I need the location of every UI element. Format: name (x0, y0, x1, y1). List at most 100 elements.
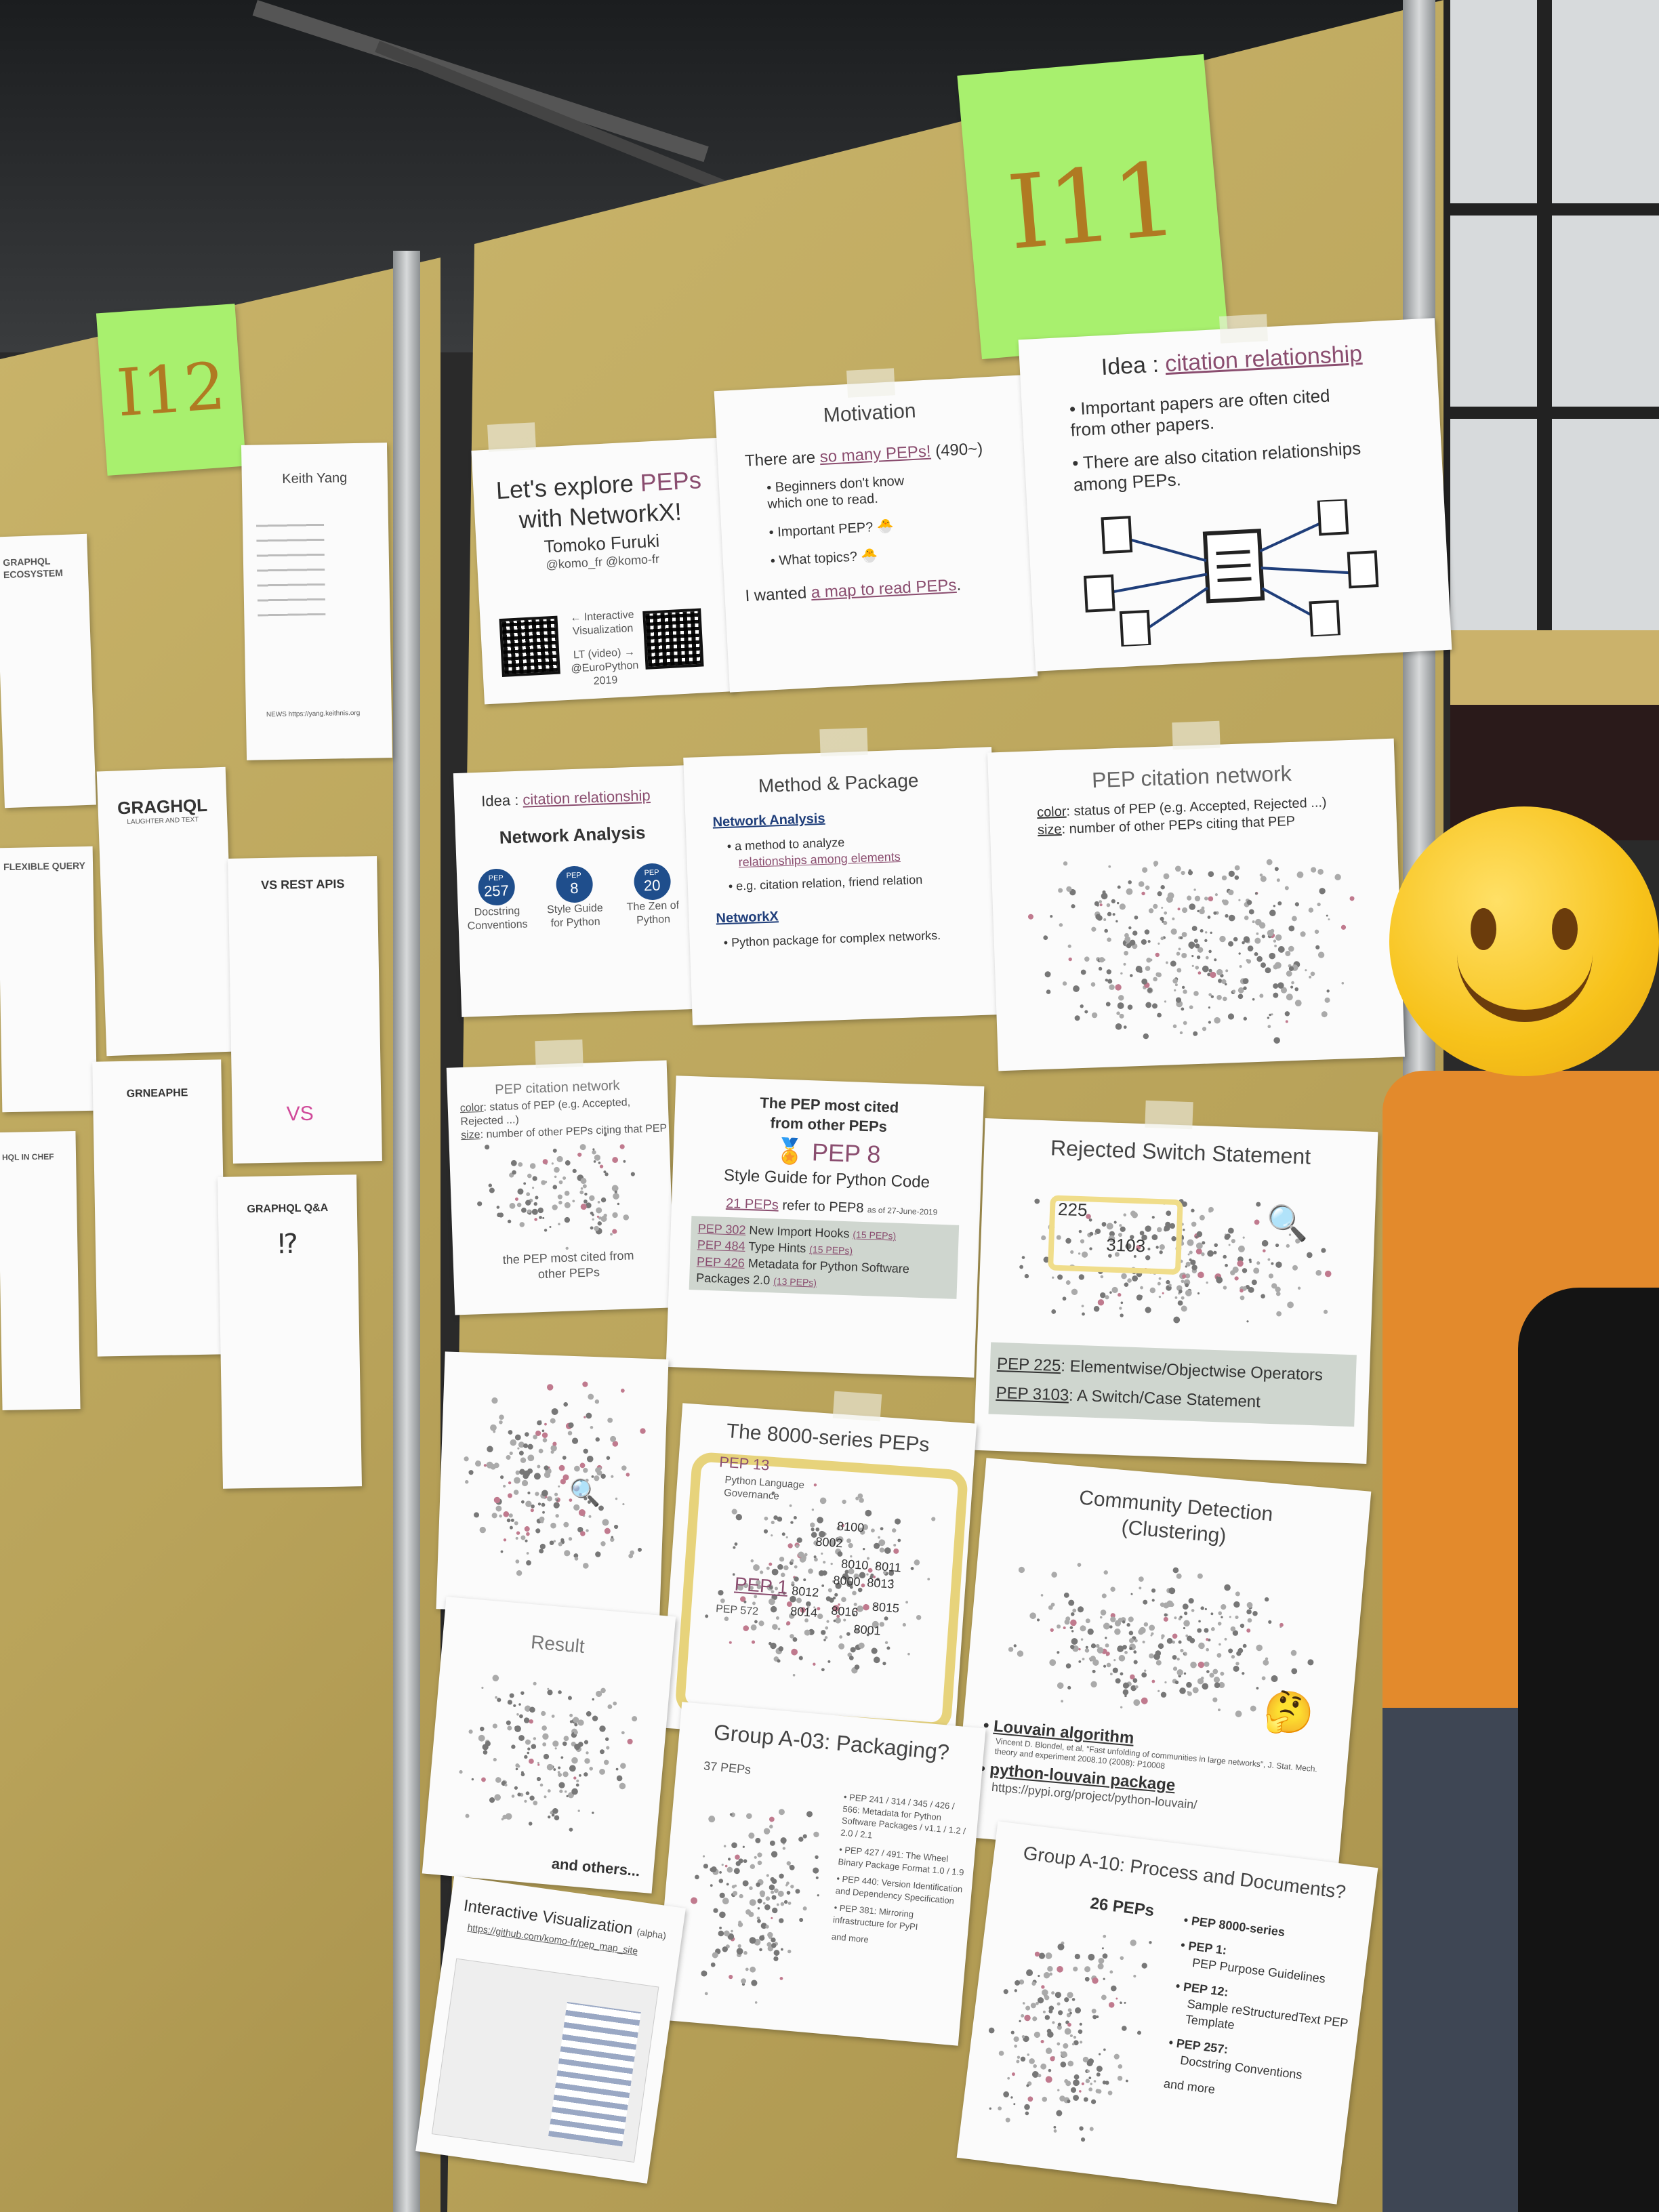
network-node-dot (1305, 969, 1307, 972)
network-node-dot (873, 1656, 880, 1664)
network-node-dot (551, 1162, 554, 1165)
network-node-dot (1034, 1951, 1040, 1957)
network-node-dot (1145, 1002, 1152, 1008)
network-node-dot (1149, 1624, 1155, 1631)
network-node-dot (1258, 922, 1266, 929)
network-node-dot (576, 1779, 579, 1782)
network-node-dot (1223, 996, 1227, 1002)
network-node-dot (1168, 1587, 1176, 1595)
network-node-dot (806, 1601, 811, 1607)
network-node-dot (1326, 989, 1330, 993)
network-node-dot (1100, 1610, 1107, 1616)
network-node-dot (754, 1595, 758, 1599)
network-node-dot (605, 1737, 609, 1742)
network-node-dot (508, 1513, 513, 1518)
network-node-dot (524, 1755, 528, 1759)
poster-chef-title: HQL IN CHEF (1, 1151, 54, 1162)
network-node-dot (1172, 1655, 1177, 1660)
network-node-dot (1256, 932, 1259, 935)
network-node-dot (1129, 974, 1133, 977)
network-node-dot (1108, 865, 1111, 868)
network-node-dot (1138, 881, 1145, 887)
pep-node-tag: PEP (644, 868, 659, 878)
network-node-dot (579, 1190, 584, 1195)
network-node-dot (1268, 1273, 1274, 1279)
network-node-dot (558, 1223, 560, 1226)
network-node-dot (1191, 964, 1194, 967)
network-node-dot (508, 1430, 513, 1435)
network-node-dot (1124, 1650, 1128, 1654)
network-node-dot (771, 1851, 778, 1858)
network-node-dot (850, 1555, 853, 1558)
network-node-dot (1113, 1659, 1116, 1662)
network-node-dot (1044, 971, 1051, 978)
network-node-dot (1063, 2053, 1068, 2057)
network-node-dot (813, 1867, 819, 1874)
rejected-node-3103: 3103 (1105, 1234, 1146, 1256)
network-node-dot (764, 1516, 769, 1521)
network-node-dot (852, 1613, 856, 1616)
network-node-dot (595, 1467, 601, 1473)
network-node-dot (884, 1641, 888, 1645)
pep-node-label: The Zen of Python (626, 899, 680, 926)
network-node-dot (798, 1837, 804, 1842)
network-node-dot (481, 1777, 486, 1782)
network-node-dot (610, 1233, 613, 1236)
poster-interactive-visualization: Interactive Visualization (alpha) https:… (415, 1875, 686, 2184)
most-cited-pep: PEP 8 (811, 1138, 882, 1168)
network-node-dot (1108, 1235, 1115, 1242)
network-node-dot (573, 1504, 580, 1511)
network-node-dot (521, 1207, 527, 1213)
network-node-dot (1189, 903, 1196, 910)
network-node-dot (1207, 972, 1211, 977)
network-node-dot (1279, 1622, 1284, 1627)
network-node-dot (1214, 893, 1218, 897)
network-node-dot (583, 1467, 588, 1473)
network-node-dot (1171, 1236, 1176, 1242)
network-node-dot (562, 1474, 569, 1481)
row-count: (13 PEPs) (773, 1275, 817, 1288)
network-node-dot (1029, 2058, 1035, 2064)
network-node-dot (884, 1547, 891, 1554)
network-node-dot (1210, 1627, 1215, 1631)
network-node-dot (1043, 935, 1048, 941)
network-node-dot (735, 1854, 740, 1860)
network-node-dot (1271, 1013, 1273, 1016)
network-node-dot (1267, 929, 1274, 937)
network-node-dot (1315, 945, 1320, 949)
network-node-dot (1117, 1645, 1124, 1652)
network-node-dot (585, 1478, 589, 1482)
network-node-dot (844, 1570, 849, 1574)
network-node-dot (526, 1532, 530, 1536)
poster-result: Result and others... (422, 1596, 676, 1894)
pep-node-number: 20 (643, 876, 661, 895)
network-node-dot (1073, 2095, 1080, 2101)
network-node-dot (1243, 936, 1250, 943)
network-node-dot (509, 1525, 513, 1530)
network-node-dot (1237, 987, 1244, 994)
network-node-dot (1097, 1299, 1105, 1306)
network-node-dot (1066, 886, 1072, 892)
network-node-dot (826, 1620, 830, 1623)
network-node-dot (841, 1523, 845, 1528)
network-node-dot (485, 1145, 490, 1150)
network-node-dot (539, 1549, 544, 1554)
network-node-dot (1049, 1972, 1052, 1976)
network-node-dot (1195, 943, 1200, 949)
network-node-dot (1284, 1011, 1290, 1017)
network-node-dot (836, 1526, 840, 1531)
network-node-dot (1018, 1566, 1025, 1574)
network-node-dot (1107, 912, 1112, 917)
network-node-dot (580, 1479, 583, 1483)
network-node-dot (586, 1529, 589, 1532)
network-node-dot (1190, 1661, 1197, 1668)
network-node-dot (1016, 2060, 1020, 2064)
network-node-dot (1341, 982, 1345, 985)
network-node-dot (1223, 1286, 1227, 1290)
network-node-dot (815, 1527, 820, 1532)
network-node-dot (1310, 971, 1315, 977)
network-node-dot (756, 1584, 762, 1590)
network-node-dot (1195, 1242, 1203, 1250)
network-node-dot (1120, 1226, 1126, 1232)
network-node-dot (1157, 891, 1162, 897)
